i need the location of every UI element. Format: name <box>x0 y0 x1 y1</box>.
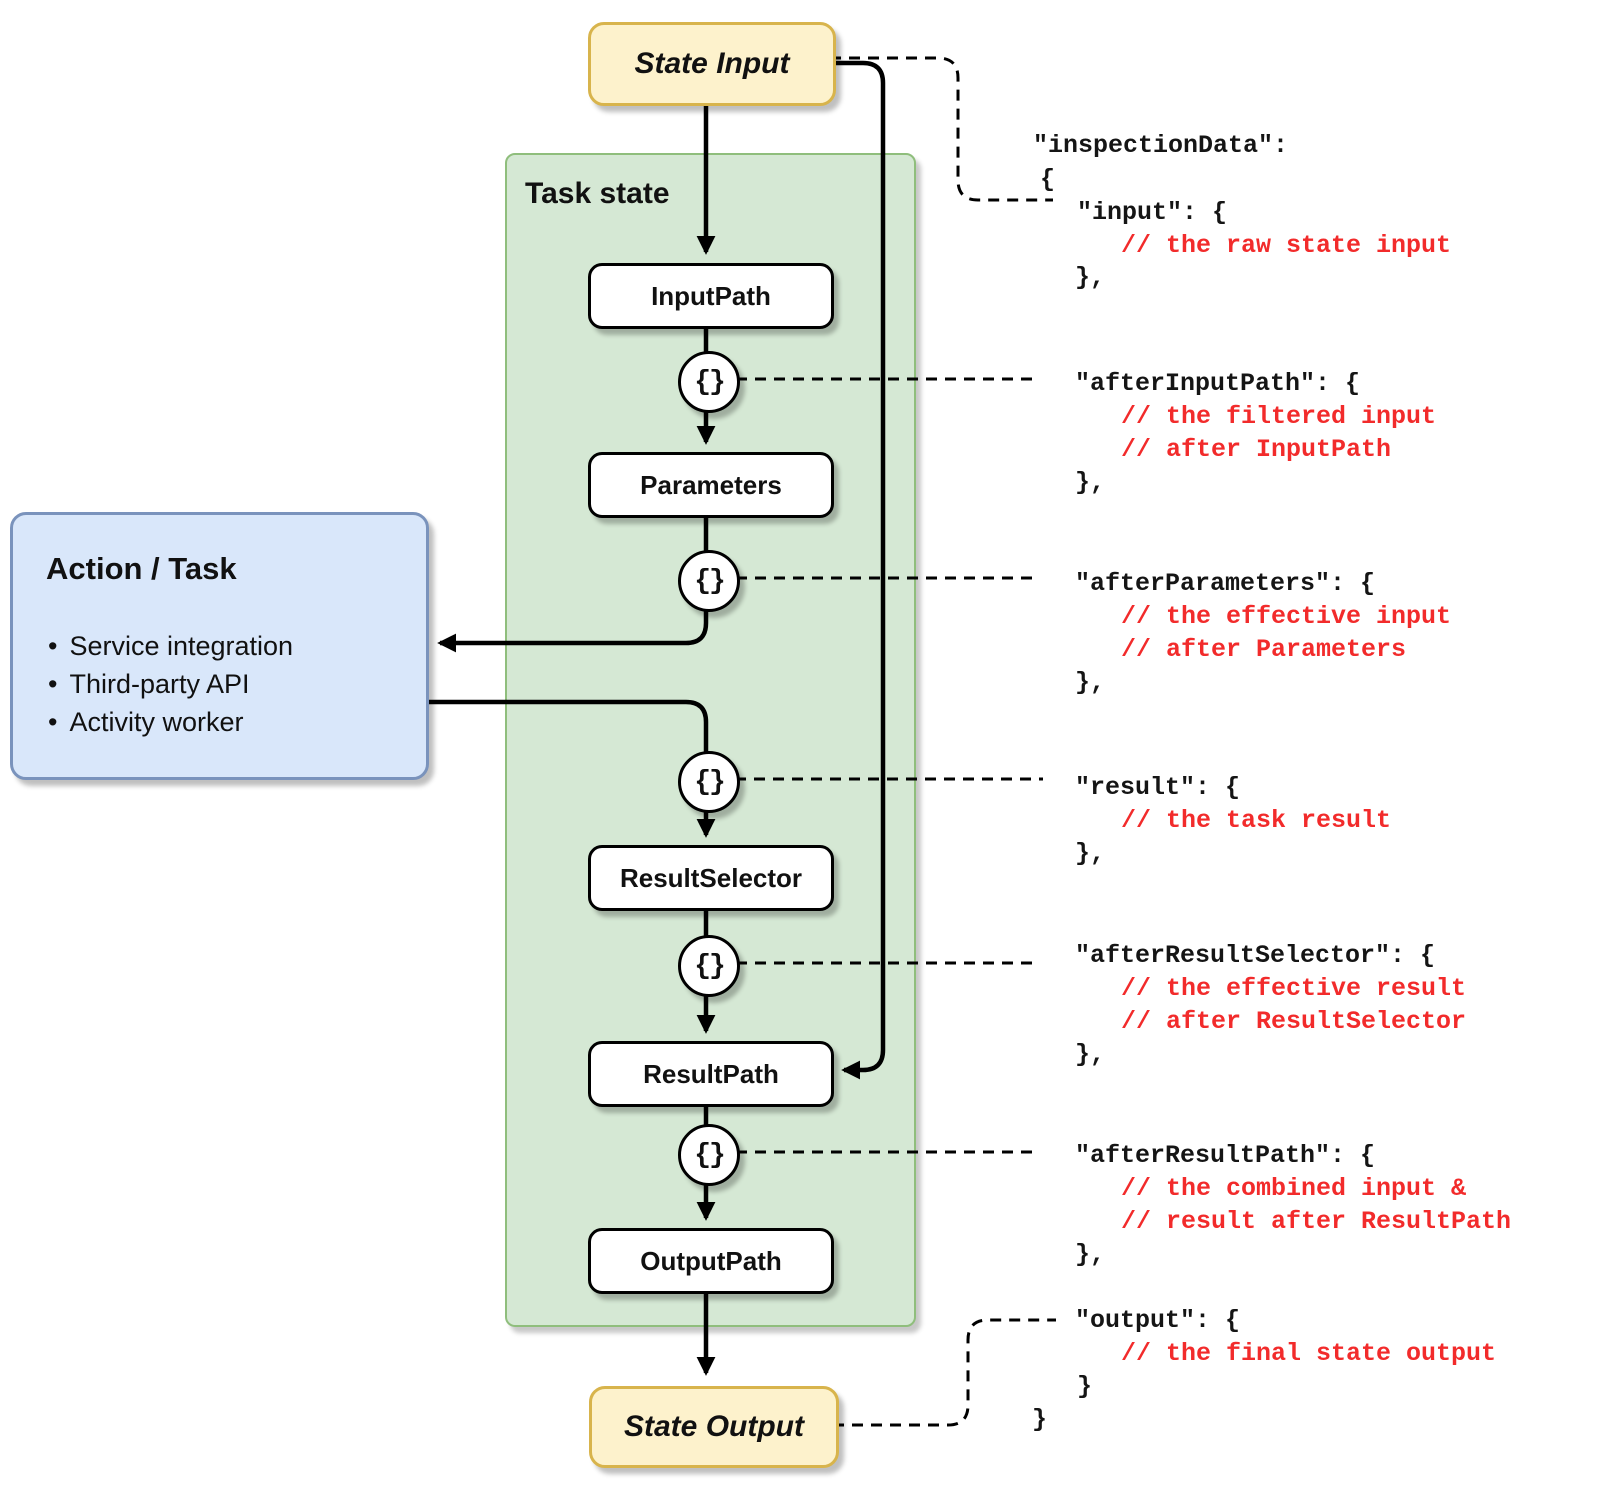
json-marker-icon-afterparameters: {} <box>678 550 740 612</box>
dashed-stateoutput-to-output-json <box>833 1318 1056 1427</box>
state-output-box: State Output <box>589 1386 839 1468</box>
arrow-stateinput-bypass-to-resultpath <box>830 60 886 1080</box>
code-line-result-comment: // the task result <box>1121 806 1392 835</box>
code-line-afterparameters-close: }, <box>1075 668 1106 697</box>
bullet-icon: • <box>48 706 58 737</box>
stage-box-inputpath: InputPath <box>588 263 834 329</box>
json-marker-icon-afterresultselector: {} <box>678 935 740 997</box>
code-line-afterresultpath-comment1: // the combined input & <box>1121 1174 1467 1203</box>
code-line-afterresultselector-close: }, <box>1075 1040 1106 1069</box>
line-action-to-marker3 <box>422 699 709 752</box>
code-line-afterinputpath-comment1: // the filtered input <box>1121 402 1437 431</box>
code-line-afterinputpath-key: "afterInputPath": { <box>1075 369 1361 398</box>
code-line-input-comment: // the raw state input <box>1121 231 1452 260</box>
json-marker-icon-result: {} <box>678 751 740 813</box>
code-line-root-open: { <box>1040 165 1056 194</box>
action-bullet-label: Service integration <box>69 630 294 661</box>
arrow-marker2-to-action <box>437 606 709 653</box>
code-line-afterresultselector-key: "afterResultSelector": { <box>1075 941 1436 970</box>
stage-box-outputpath: OutputPath <box>588 1228 834 1294</box>
code-line-result-close: }, <box>1075 839 1106 868</box>
code-line-output-close: } <box>1077 1372 1093 1401</box>
code-line-afterresultselector-comment2: // after ResultSelector <box>1121 1007 1467 1036</box>
code-line-afterparameters-key: "afterParameters": { <box>1075 569 1376 598</box>
stage-box-parameters: Parameters <box>588 452 834 518</box>
action-bullet-item: • Activity worker <box>48 703 293 741</box>
bullet-icon: • <box>48 668 58 699</box>
code-line-result-key: "result": { <box>1075 773 1241 802</box>
action-bullet-label: Activity worker <box>69 706 244 737</box>
code-line-afterresultpath-close: }, <box>1075 1240 1106 1269</box>
json-marker-icon-afterresultpath: {} <box>678 1124 740 1186</box>
action-bullet-list: • Service integration • Third-party API … <box>48 627 293 741</box>
code-line-output-comment: // the final state output <box>1121 1339 1497 1368</box>
action-bullet-label: Third-party API <box>69 668 250 699</box>
code-line-afterparameters-comment1: // the effective input <box>1121 602 1452 631</box>
code-line-root-close: } <box>1032 1405 1048 1434</box>
action-task-title: Action / Task <box>46 551 237 586</box>
dashed-stateinput-to-input-json <box>830 56 1053 202</box>
code-line-input-key: "input": { <box>1077 198 1228 227</box>
code-line-afterinputpath-close: }, <box>1075 468 1106 497</box>
code-line-inspectiondata: "inspectionData": <box>1033 131 1289 160</box>
code-line-input-close: }, <box>1075 263 1106 292</box>
code-line-afterresultpath-key: "afterResultPath": { <box>1075 1141 1376 1170</box>
action-bullet-item: • Third-party API <box>48 665 293 703</box>
code-line-output-key: "output": { <box>1075 1306 1241 1335</box>
task-state-label: Task state <box>525 177 670 210</box>
action-bullet-item: • Service integration <box>48 627 293 665</box>
json-marker-icon-afterinputpath: {} <box>678 351 740 413</box>
state-input-box: State Input <box>588 22 836 106</box>
bullet-icon: • <box>48 630 58 661</box>
code-line-afterresultselector-comment1: // the effective result <box>1121 974 1467 1003</box>
action-task-box: Action / Task • Service integration • Th… <box>10 512 429 780</box>
stage-box-resultselector: ResultSelector <box>588 845 834 911</box>
code-line-afterresultpath-comment2: // result after ResultPath <box>1121 1207 1512 1236</box>
code-line-afterparameters-comment2: // after Parameters <box>1121 635 1407 664</box>
stage-box-resultpath: ResultPath <box>588 1041 834 1107</box>
code-line-afterinputpath-comment2: // after InputPath <box>1121 435 1392 464</box>
